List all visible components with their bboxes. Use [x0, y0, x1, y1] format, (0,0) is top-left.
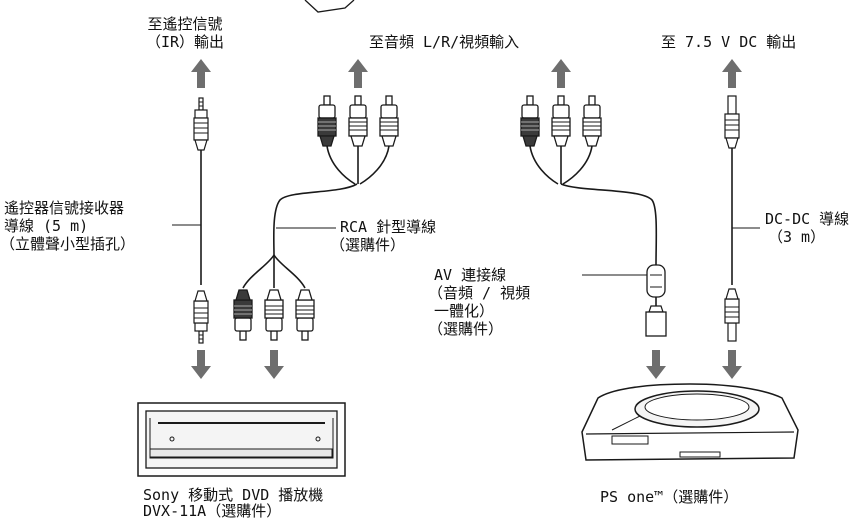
dvd-player-label-line2: DVX-11A（選購件） — [143, 502, 282, 520]
remote-cable-label-line2: 導線 (5 m) — [4, 217, 89, 235]
av-arrow-down — [646, 350, 666, 379]
av-cable-label-line3: 一體化） — [434, 302, 495, 320]
audio-video-input-label: 至音頻 L/R/視頻輸入 — [369, 33, 520, 51]
dcdc-cable-label-line2: （3 m） — [768, 228, 826, 246]
ir-arrow-up — [191, 59, 211, 88]
av-ferrite-and-plug — [645, 264, 667, 337]
dc-output-label: 至 7.5 V DC 輸出 — [661, 33, 797, 51]
ps-one-label: PS one™（選購件） — [600, 488, 739, 506]
av-arrow-up — [551, 59, 571, 88]
ir-cable — [193, 97, 209, 344]
dvd-player-device — [137, 402, 346, 477]
dcdc-cable — [724, 95, 740, 342]
rca-cable-wire — [242, 145, 390, 289]
rca-arrow-up — [348, 59, 368, 88]
av-cable-wire — [529, 145, 658, 266]
rca-cable-label-line1: RCA 針型導線 — [340, 218, 437, 236]
dc-arrow-up — [722, 59, 742, 88]
rca-bottom-plugs — [233, 289, 315, 341]
ps-one-device — [581, 383, 799, 461]
ir-output-label-line1: 至遙控信號 — [147, 15, 223, 33]
rca-cable-label-line2: （選購件） — [330, 236, 406, 254]
av-cable-label-line2: （音頻 / 視頻 — [428, 284, 531, 302]
ir-arrow-down — [191, 350, 211, 379]
dvd-player-label-line1: Sony 移動式 DVD 播放機 — [143, 486, 324, 504]
av-cable-label-line4: （選購件） — [428, 320, 504, 338]
ir-output-label-line2: （IR）輸出 — [145, 33, 225, 51]
dcdc-cable-label-line1: DC-DC 導線 — [765, 210, 850, 228]
dc-arrow-down — [722, 350, 742, 379]
remote-cable-label-line1: 遙控器信號接收器 — [4, 199, 125, 217]
top-device-edge — [304, 0, 355, 13]
av-top-plugs — [520, 95, 602, 147]
av-cable-label-line1: AV 連接線 — [434, 266, 507, 284]
remote-cable-label-line3: （立體聲小型插孔） — [0, 235, 136, 253]
rca-arrow-down — [264, 350, 284, 379]
rca-top-plugs — [317, 95, 399, 147]
